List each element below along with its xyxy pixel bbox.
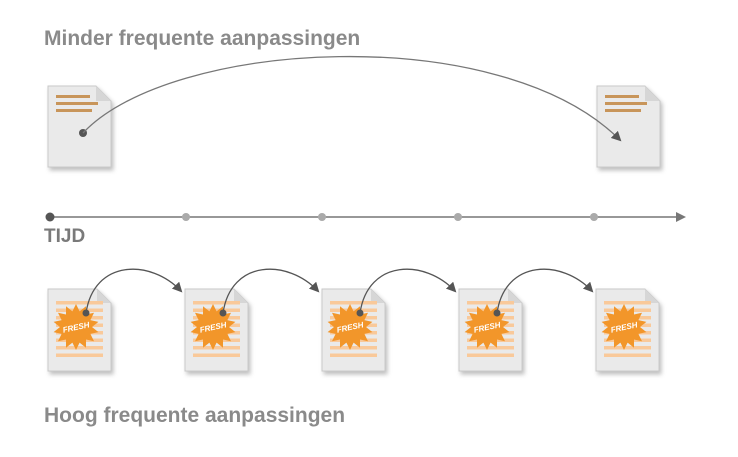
document-text-line — [467, 308, 514, 312]
document-text-line — [56, 308, 103, 312]
top-title: Minder frequente aanpassingen — [44, 27, 361, 50]
document-text-line — [604, 301, 651, 305]
document-text-line — [193, 308, 240, 312]
document-old-icon — [47, 85, 112, 168]
document-text-line — [56, 353, 103, 357]
document-text-line — [56, 346, 103, 350]
timeline-tick — [454, 213, 462, 221]
fresh-document-icon: FRESH — [458, 288, 523, 372]
document-text-line — [604, 353, 651, 357]
fresh-document-icon: FRESH — [321, 288, 386, 372]
document-text-line — [330, 301, 377, 305]
document-text-line — [604, 346, 651, 350]
document-text-line — [193, 301, 240, 305]
fresh-badge-icon — [601, 304, 647, 350]
document-text-line — [56, 301, 103, 305]
document-updated-lines — [605, 95, 647, 112]
document-text-line — [467, 301, 514, 305]
document-old-lines — [56, 95, 98, 112]
document-text-line — [330, 308, 377, 312]
long-update-arrow — [82, 55, 622, 142]
timeline-tick — [590, 213, 598, 221]
fresh-document-icon: FRESH — [595, 288, 660, 372]
document-text-line — [467, 346, 514, 350]
frequent-update-arrow — [85, 268, 183, 314]
frequent-update-arrow — [496, 268, 594, 314]
timeline-tick — [182, 213, 190, 221]
document-text-line — [193, 346, 240, 350]
fresh-document-icon: FRESH — [184, 288, 249, 372]
bottom-title: Hoog frequente aanpassingen — [44, 404, 346, 427]
time-axis-label: TIJD — [44, 226, 86, 247]
document-text-line — [330, 346, 377, 350]
frequent-update-arrow — [222, 268, 320, 314]
timeline-tick — [318, 213, 326, 221]
fresh-document-icon: FRESH — [47, 288, 112, 372]
document-updated-icon — [596, 85, 661, 168]
document-text-line — [467, 353, 514, 357]
document-text-line — [330, 353, 377, 357]
document-text-line — [604, 308, 651, 312]
frequent-update-arrow — [359, 268, 457, 314]
document-text-line — [193, 353, 240, 357]
timeline-origin-dot — [45, 212, 55, 222]
timeline-arrowhead — [676, 212, 686, 222]
